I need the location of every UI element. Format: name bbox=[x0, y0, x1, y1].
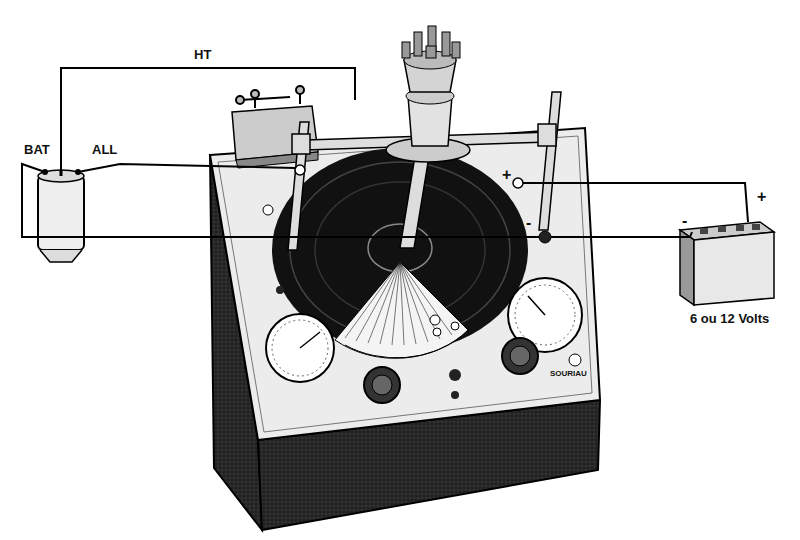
brand-name: SOURIAU bbox=[548, 370, 589, 379]
polarity-sign: + bbox=[500, 166, 513, 184]
voltage-label: 6 ou 12 Volts bbox=[688, 312, 771, 326]
polarity-sign: - bbox=[524, 214, 533, 232]
terminal-label: ALL bbox=[90, 143, 119, 157]
polarity-sign: + bbox=[755, 188, 768, 206]
wire-label: HT bbox=[192, 48, 213, 62]
polarity-sign: - bbox=[680, 212, 689, 230]
terminal-label: BAT bbox=[22, 143, 52, 157]
